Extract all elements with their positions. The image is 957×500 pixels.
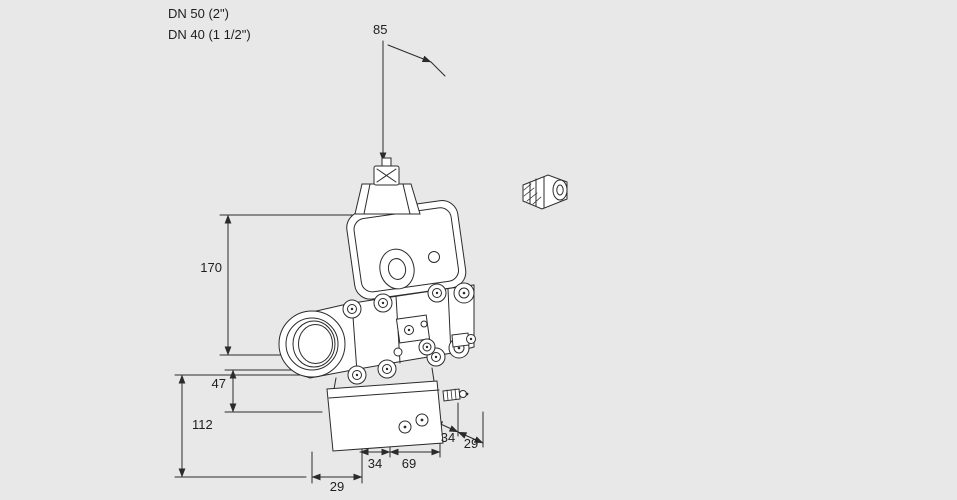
valve-assembly xyxy=(278,157,476,452)
bottom-housing xyxy=(326,367,469,452)
dim-label-112: 112 xyxy=(192,417,213,432)
dim-label-85: 85 xyxy=(373,22,388,37)
dimension-lines xyxy=(174,40,484,484)
pipe-fitting-part xyxy=(522,174,568,210)
dim-label-34-bottom: 34 xyxy=(367,456,383,471)
dim-label-47: 47 xyxy=(211,376,226,391)
dim-label-170: 170 xyxy=(200,260,222,275)
dim-label-29-right: 29 xyxy=(463,436,479,451)
label-dn40: DN 40 (1 1/2") xyxy=(168,27,251,42)
bolt-bosses-top xyxy=(342,283,447,319)
body-details xyxy=(393,314,476,357)
dim-label-29-bottom: 29 xyxy=(329,479,345,494)
bolt-bosses-bottom xyxy=(347,347,446,385)
inlet-flange xyxy=(278,310,346,378)
dim-label-34-right: 34 xyxy=(440,430,456,445)
label-dn50: DN 50 (2") xyxy=(168,6,229,21)
dim-label-69-bottom: 69 xyxy=(401,456,417,471)
